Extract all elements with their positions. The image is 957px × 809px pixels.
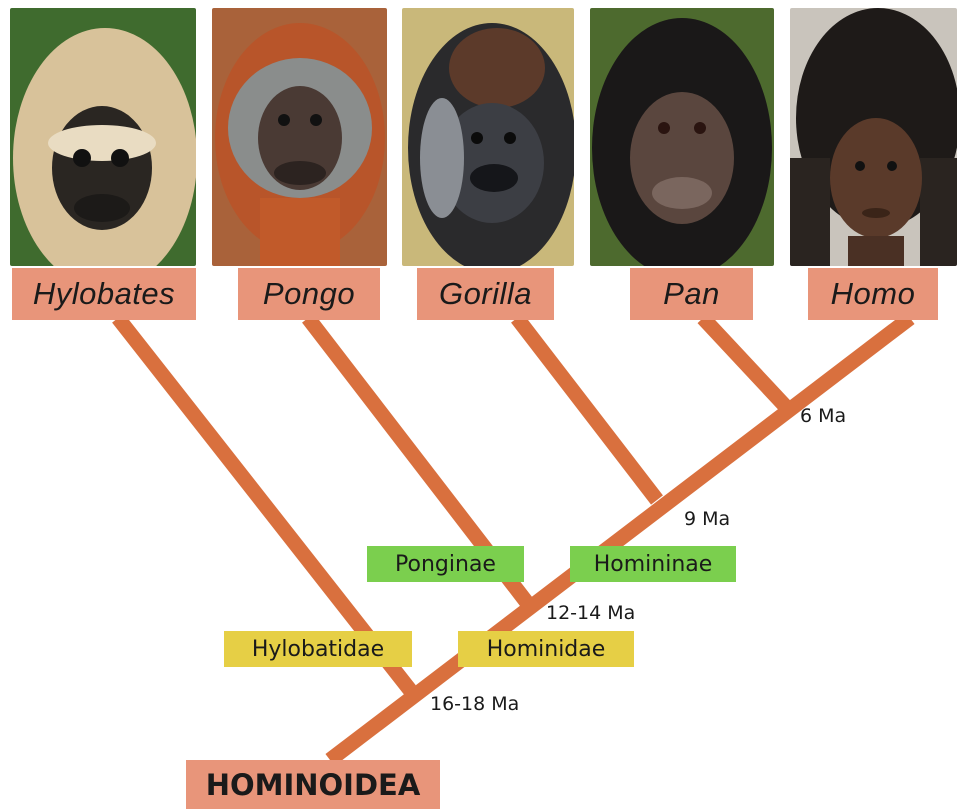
homininae-label: Homininae [570, 546, 736, 582]
taxon-pan: Pan [630, 268, 753, 320]
taxon-gorilla: Gorilla [417, 268, 554, 320]
pan-photo [590, 8, 774, 266]
date-pongo: 12-14 Ma [546, 602, 635, 624]
taxon-pongo: Pongo [238, 268, 380, 320]
gorilla-photo [402, 8, 574, 266]
trunk-branch [330, 318, 910, 760]
date-gorilla: 9 Ma [684, 508, 730, 530]
taxon-homo: Homo [808, 268, 938, 320]
hylobates-photo [10, 8, 196, 266]
hylobatidae-label: Hylobatidae [224, 631, 412, 667]
ponginae-label: Ponginae [367, 546, 524, 582]
superfamily-root: HOMINOIDEA [186, 760, 440, 809]
taxon-hylobates: Hylobates [12, 268, 196, 320]
date-hylobates: 16-18 Ma [430, 693, 519, 715]
gorilla-branch [517, 318, 657, 500]
homo-photo [790, 8, 957, 266]
hominidae-label: Hominidae [458, 631, 634, 667]
date-pan-homo: 6 Ma [800, 405, 846, 427]
pan-branch [703, 318, 787, 408]
pongo-photo [212, 8, 387, 266]
